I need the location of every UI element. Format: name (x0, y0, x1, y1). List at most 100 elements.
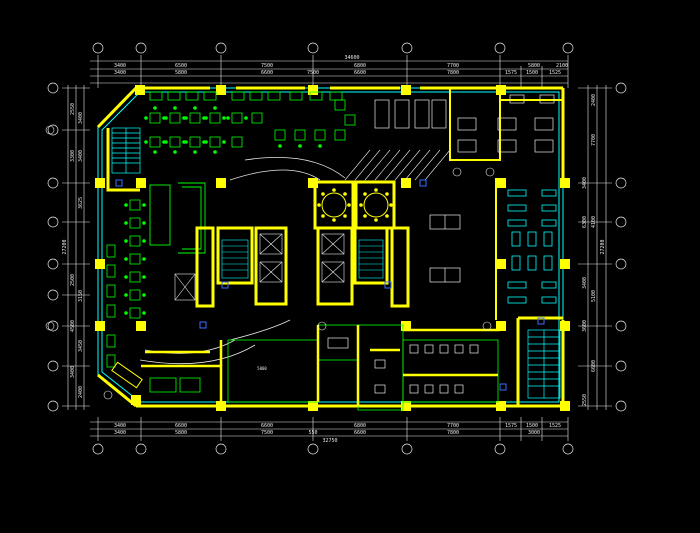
left-dimension-ticks (62, 87, 90, 407)
svg-text:3400: 3400 (78, 112, 84, 124)
svg-text:7800: 7800 (447, 70, 459, 76)
top-dimension-labels-inner: 3400 5800 6600 7500 6600 7800 1575 1500 … (114, 70, 561, 76)
svg-text:2400: 2400 (591, 94, 597, 106)
central-hall-fixtures (429, 214, 461, 283)
svg-text:3400: 3400 (114, 70, 126, 76)
svg-text:3400: 3400 (70, 366, 76, 378)
svg-text:2550: 2550 (582, 394, 588, 406)
exterior-glazing (97, 87, 564, 407)
lounge-sofas-north (374, 99, 447, 129)
svg-text:7500: 7500 (307, 70, 319, 76)
svg-text:2500: 2500 (70, 274, 76, 286)
svg-text:6800: 6800 (354, 63, 366, 69)
ramp-hatch (344, 149, 451, 181)
bar-counter (149, 182, 206, 254)
private-dining-chairs (317, 188, 393, 222)
svg-text:6600: 6600 (354, 70, 366, 76)
svg-text:5800: 5800 (528, 63, 540, 69)
bottom-grid-axis-bubbles (92, 443, 574, 455)
svg-text:3400: 3400 (582, 177, 588, 189)
svg-text:3450: 3450 (78, 340, 84, 352)
svg-text:7800: 7800 (447, 430, 459, 436)
dining-tables-west (106, 199, 141, 368)
core-stairs (221, 239, 384, 279)
svg-text:3400: 3400 (78, 150, 84, 162)
svg-text:5100: 5100 (591, 290, 597, 302)
svg-text:3400: 3400 (582, 277, 588, 289)
stair-southeast-walls (516, 316, 563, 406)
left-overall-dimension: 27200 (62, 239, 68, 254)
dining-tables-north (149, 91, 356, 148)
svg-text:6600: 6600 (591, 360, 597, 372)
svg-text:7700: 7700 (447, 63, 459, 69)
svg-text:7700: 7700 (591, 134, 597, 146)
lounge-sofas-northeast (457, 94, 555, 153)
fitness-equipment (507, 189, 557, 304)
svg-text:3400: 3400 (114, 430, 126, 436)
top-dimension-labels-outer: 3400 6500 7500 6800 7700 5800 2100 (114, 63, 568, 69)
dining-chairs-west (124, 203, 146, 315)
structural-columns (95, 85, 570, 411)
bottom-dimension-labels-inner: 3400 5800 7500 550 6600 7800 3000 (114, 430, 540, 436)
top-dimension-chain (90, 60, 568, 84)
southwest-rooms (141, 340, 223, 406)
bottom-overall-dimension: 32750 (322, 438, 337, 444)
svg-text:3300: 3300 (70, 150, 76, 162)
bottom-dimension-ticks (97, 417, 569, 441)
left-grid-axis-bubbles (47, 82, 59, 412)
southwest-furniture (149, 377, 201, 393)
top-dimension-ticks (97, 55, 569, 88)
svg-text:3625: 3625 (78, 197, 84, 209)
svg-text:1500: 1500 (526, 423, 538, 429)
private-dining-round-tables (321, 192, 389, 218)
svg-text:2100: 2100 (556, 63, 568, 69)
svg-text:3400: 3400 (114, 63, 126, 69)
stair-northwest (111, 127, 141, 174)
svg-text:1525: 1525 (549, 70, 561, 76)
south-rooms (227, 324, 499, 411)
dining-chairs-north (144, 106, 322, 154)
room-dimension-note: 5000 (257, 366, 267, 371)
stair-southeast (527, 329, 561, 399)
svg-text:2400: 2400 (78, 386, 84, 398)
right-dimension-ticks (578, 87, 612, 407)
top-overall-dimension: 34600 (344, 55, 359, 61)
door-markers (115, 179, 545, 391)
svg-text:7700: 7700 (447, 423, 459, 429)
svg-text:3400: 3400 (114, 423, 126, 429)
bottom-dimension-labels-outer: 3400 6600 6600 6800 7700 1575 1500 1525 (114, 423, 561, 429)
svg-text:4100: 4100 (591, 216, 597, 228)
svg-text:7500: 7500 (261, 430, 273, 436)
svg-text:3000: 3000 (528, 430, 540, 436)
entry-sofa (111, 361, 143, 389)
bottom-dimension-chain (90, 421, 568, 437)
svg-text:6600: 6600 (175, 423, 187, 429)
planters (45, 125, 495, 400)
top-grid-axis-bubbles (92, 42, 574, 54)
restroom-fixtures (327, 337, 479, 394)
svg-text:1575: 1575 (505, 70, 517, 76)
svg-text:550: 550 (308, 430, 317, 436)
svg-text:5800: 5800 (175, 430, 187, 436)
svg-text:6600: 6600 (354, 430, 366, 436)
svg-text:2550: 2550 (70, 103, 76, 115)
stair-northwest-walls (106, 128, 140, 192)
svg-text:6800: 6800 (354, 423, 366, 429)
elevator-cars (174, 233, 345, 301)
central-core-walls (195, 180, 410, 308)
svg-text:1575: 1575 (505, 423, 517, 429)
svg-text:6300: 6300 (582, 216, 588, 228)
svg-text:5800: 5800 (175, 70, 187, 76)
svg-text:1525: 1525 (549, 423, 561, 429)
south-room-walls (316, 325, 500, 406)
svg-text:6500: 6500 (175, 63, 187, 69)
left-dimension-chain (67, 85, 85, 410)
svg-text:4500: 4500 (70, 320, 76, 332)
right-dimension-chain (587, 85, 607, 410)
svg-text:3150: 3150 (78, 290, 84, 302)
right-dimension-labels: 2400 7700 3400 6300 4100 3400 5100 3600 … (582, 94, 597, 406)
left-dimension-labels: 2550 3400 3300 3400 3625 2500 3150 4500 … (70, 103, 84, 398)
right-grid-axis-bubbles (615, 82, 627, 412)
svg-text:7500: 7500 (261, 63, 273, 69)
